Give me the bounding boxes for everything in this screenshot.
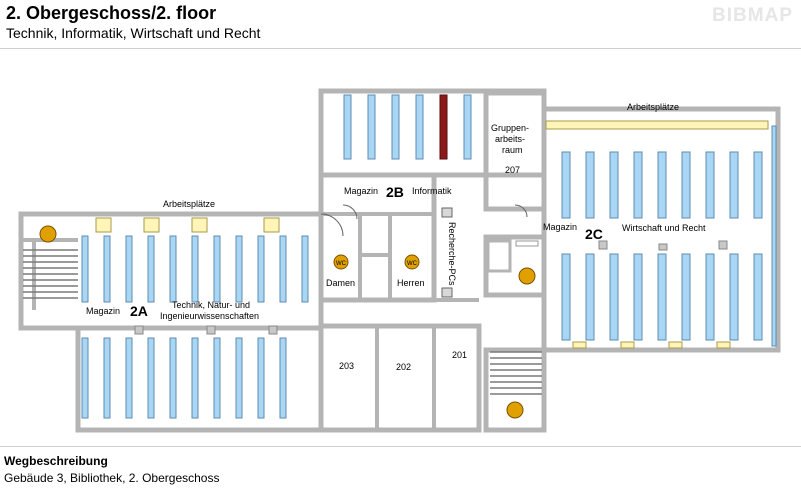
zone-2c: 2C [585, 226, 603, 242]
columns [134, 240, 728, 335]
label-gruppen-3: raum [502, 145, 523, 155]
computer-icon [441, 207, 453, 298]
stairs [23, 249, 542, 395]
label-recherche-pcs: Recherche-PCs [447, 222, 457, 286]
label-technik-1: Technik, Natur- und [172, 300, 250, 310]
label-damen: Damen [326, 278, 355, 288]
label-informatik: Informatik [412, 186, 452, 196]
route-title: Wegbeschreibung [4, 454, 108, 468]
label-wirtschaft: Wirtschaft und Recht [622, 223, 706, 233]
label-magazin-2c: Magazin [543, 222, 577, 232]
doors [320, 204, 528, 237]
zone-2b: 2B [386, 184, 404, 200]
room-207: 207 [505, 165, 520, 175]
wc-text: WC [336, 261, 347, 267]
special-shelf [439, 94, 448, 160]
label-gruppen-1: Gruppen- [491, 123, 529, 133]
bibmap-logo: BIBMAP [712, 5, 793, 26]
elevator [486, 239, 512, 273]
wc-icon: WC WC [333, 254, 420, 270]
label-magazin-2a: Magazin [86, 306, 120, 316]
page-subtitle: Technik, Informatik, Wirtschaft und Rech… [6, 25, 261, 41]
label-herren: Herren [397, 278, 425, 288]
label-gruppen-2: arbeits- [495, 134, 525, 144]
page-title: 2. Obergeschoss/2. floor [6, 3, 217, 23]
shelf-group [81, 94, 777, 419]
footer-divider [0, 446, 801, 447]
wc-text: WC [407, 261, 418, 267]
room-203: 203 [339, 361, 354, 371]
escape-icon [39, 225, 536, 419]
elevator-door [515, 240, 539, 247]
room-201: 201 [452, 350, 467, 360]
label-magazin-2b: Magazin [344, 186, 378, 196]
label-arbeitsplaetze-west: Arbeitsplätze [163, 199, 215, 209]
label-arbeitsplaetze-east: Arbeitsplätze [627, 102, 679, 112]
desk-group [95, 120, 769, 349]
zone-2a: 2A [130, 303, 148, 319]
building-walls [18, 88, 781, 433]
room-202: 202 [396, 362, 411, 372]
header-divider [0, 48, 801, 49]
route-description: Gebäude 3, Bibliothek, 2. Obergeschoss [4, 471, 220, 485]
label-technik-2: Ingenieurwissenschaften [160, 311, 259, 321]
